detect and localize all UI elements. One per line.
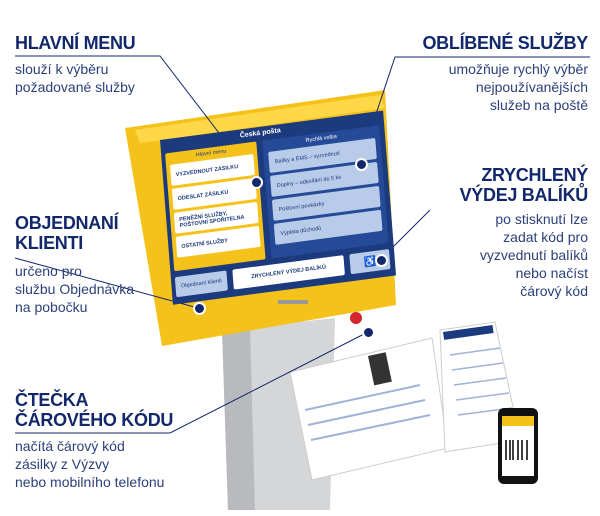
title-line: ZRYCHLENÝ: [481, 165, 588, 185]
kiosk-screen: Česká pošta Hlavní menu VYZVEDNOUT ZÁSIL…: [160, 110, 397, 305]
favorites-title: OBLÍBENÉ SLUŽBY: [422, 33, 588, 53]
title-line: OBJEDNANÍ: [15, 213, 119, 233]
desc-line: na pobočku: [15, 299, 88, 315]
desc-line: vyzvednutí balíků: [479, 247, 588, 263]
desc-line: nejpoužívanějších: [475, 79, 588, 95]
scanner-light: [350, 312, 362, 324]
desc-line: zadat kód pro: [503, 229, 588, 245]
barcode-reader-desc: načítá čárový kód zásilky z Výzvy nebo mob…: [15, 437, 164, 491]
favorites-desc: umožňuje rychlý výběr nejpoužívanějších sl…: [449, 60, 588, 114]
desc-line: službu Objednávka: [15, 281, 135, 297]
callout-dot: [193, 302, 206, 315]
callout-dot: [375, 254, 388, 267]
ordered-clients-desc: určeno pro službu Objednávka na pobočku: [15, 262, 134, 316]
desc-line: zásilky z Výzvy: [15, 456, 110, 472]
main-menu-desc: slouží k výběru požadované služby: [15, 60, 135, 96]
callout-dot: [355, 158, 368, 171]
paper-slip-1: [289, 337, 449, 481]
desc-line: čárový kód: [520, 283, 588, 299]
title-line: KLIENTI: [15, 233, 83, 253]
fast-pickup-desc: po stisknutí lze zadat kód pro vyzvednutí …: [480, 210, 588, 300]
desc-line: načítá čárový kód: [15, 438, 125, 454]
desc-line: slouží k výběru: [15, 61, 109, 77]
title-line: VÝDEJ BALÍKŮ: [459, 185, 589, 205]
callout-dot: [250, 176, 263, 189]
desc-line: po stisknutí lze: [495, 211, 588, 227]
brand-label: Česká pošta: [239, 127, 281, 140]
title-line: ČÁROVÉHO KÓDU: [15, 410, 174, 430]
main-menu-panel: Hlavní menu VYZVEDNOUT ZÁSILKU ODESLAT Z…: [165, 141, 266, 272]
desc-line: požadované služby: [15, 79, 135, 95]
desc-line: služeb na poště: [489, 97, 588, 113]
main-menu-title: HLAVNÍ MENU: [15, 33, 136, 53]
desc-line: určeno pro: [15, 263, 82, 279]
quick-panel: Rychlá volba Balíky a EMS – vyzvednutí D…: [262, 125, 389, 259]
callout-dot: [362, 326, 375, 339]
desc-line: nebo mobilního telefonu: [15, 474, 165, 490]
mobile-phone: [498, 408, 538, 484]
ordered-clients-button[interactable]: Objednaní klienti: [174, 270, 228, 298]
title-line: ČTEČKA: [15, 390, 89, 410]
desc-line: umožňuje rychlý výběr: [448, 61, 588, 77]
desc-line: nebo načíst: [515, 265, 588, 281]
